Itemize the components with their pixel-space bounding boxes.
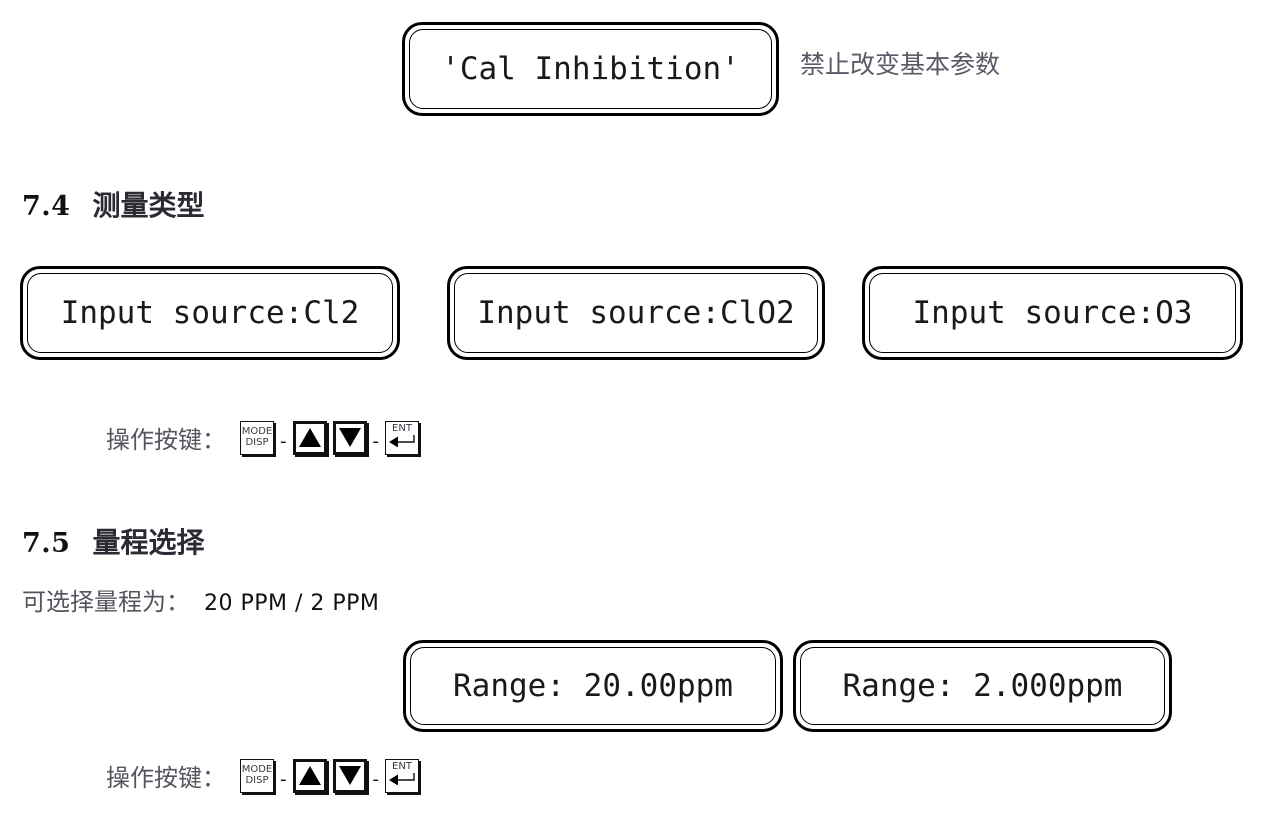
lcd-text: Range: 2.000ppm <box>842 668 1123 704</box>
annotation-cal-inhibition: 禁止改变基本参数 <box>800 50 1001 79</box>
key-mode-line2: DISP <box>245 774 269 786</box>
key-enter[interactable]: ENT <box>385 758 419 793</box>
key-arrow-down[interactable] <box>332 758 367 793</box>
triangle-up-icon <box>298 766 321 785</box>
section-title: 量程选择 <box>92 526 205 559</box>
lcd-display-input-source-cl2: Input source:Cl2 <box>20 266 400 360</box>
key-sequence-7-5: 操作按键： MODE DISP - - ENT <box>106 758 419 793</box>
key-arrow-up[interactable] <box>292 758 327 793</box>
key-arrow-up[interactable] <box>292 420 327 455</box>
section-title: 测量类型 <box>92 189 205 222</box>
key-enter-label: ENT <box>392 760 412 772</box>
section-heading-7-4: 7.4 测量类型 <box>22 184 205 224</box>
lcd-display-range-2ppm: Range: 2.000ppm <box>793 640 1172 732</box>
key-sequence-label: 操作按键： <box>106 764 226 792</box>
lcd-text: Input source:O3 <box>912 295 1193 331</box>
enter-arrow-icon <box>389 434 415 451</box>
triangle-down-icon <box>338 428 361 447</box>
range-options-label: 可选择量程为： <box>22 588 190 616</box>
section-number: 7.5 <box>22 528 71 559</box>
key-separator: - <box>280 769 287 790</box>
lcd-text: Input source:Cl2 <box>60 295 360 331</box>
range-options-value: 20 PPM / 2 PPM <box>204 591 380 616</box>
triangle-up-icon <box>298 428 321 447</box>
key-mode-disp[interactable]: MODE DISP <box>240 420 274 455</box>
lcd-text: 'Cal Inhibition' <box>441 51 740 87</box>
key-enter-label: ENT <box>392 422 412 434</box>
key-mode-line1: MODE <box>241 426 273 437</box>
key-separator: - <box>372 769 380 790</box>
lcd-display-range-20ppm: Range: 20.00ppm <box>403 640 783 732</box>
section-number: 7.4 <box>22 191 71 222</box>
enter-arrow-icon <box>389 772 415 789</box>
lcd-display-input-source-o3: Input source:O3 <box>862 266 1243 360</box>
range-options-note: 可选择量程为： 20 PPM / 2 PPM <box>22 582 379 617</box>
triangle-down-icon <box>338 766 361 785</box>
lcd-text: Input source:ClO2 <box>477 295 795 331</box>
lcd-text: Range: 20.00ppm <box>453 668 733 704</box>
key-separator: - <box>280 431 287 452</box>
key-mode-line1: MODE <box>241 764 273 775</box>
key-arrow-down[interactable] <box>332 420 367 455</box>
key-mode-line2: DISP <box>245 436 269 448</box>
section-heading-7-5: 7.5 量程选择 <box>22 521 205 561</box>
enter-arrow-svg <box>389 772 415 785</box>
key-enter[interactable]: ENT <box>385 420 419 455</box>
key-mode-disp[interactable]: MODE DISP <box>240 758 274 793</box>
lcd-display-input-source-clo2: Input source:ClO2 <box>447 266 825 360</box>
key-separator: - <box>372 431 380 452</box>
lcd-display-cal-inhibition: 'Cal Inhibition' <box>402 22 779 116</box>
key-sequence-7-4: 操作按键： MODE DISP - - ENT <box>106 420 419 455</box>
key-sequence-label: 操作按键： <box>106 426 226 454</box>
enter-arrow-svg <box>389 434 415 447</box>
